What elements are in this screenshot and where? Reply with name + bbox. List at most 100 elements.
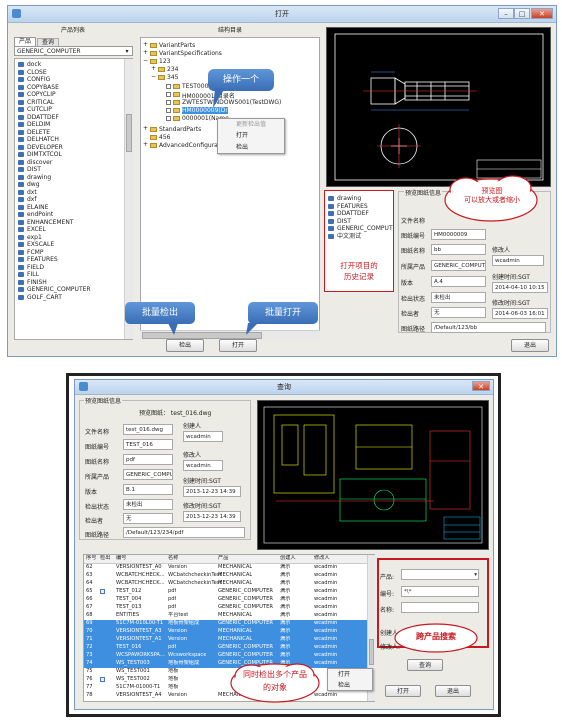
minimize-button[interactable]: – [498,8,514,19]
structure-tree-scroll-thumb[interactable] [142,332,262,339]
product-list-item[interactable]: endPoint [15,211,132,219]
structure-tree-scrollbar[interactable] [140,330,320,340]
product-list-item[interactable]: GOLF_CART [15,294,132,302]
path-field[interactable]: /Default/123/bb [431,322,546,333]
column-header[interactable]: 检出 [100,555,111,561]
results-table-scrollbar[interactable] [367,555,375,701]
drawing-name-field[interactable]: bb [431,244,486,255]
product-list-item[interactable]: dxf [15,196,132,204]
product-list-item[interactable]: exp1 [15,234,132,242]
product-list-item[interactable]: drawing [15,174,132,182]
product-list-item[interactable]: COPYBASE [15,84,132,92]
q-version-field[interactable]: B.1 [123,484,173,495]
expander-icon[interactable]: + [143,49,149,56]
history-item[interactable]: 中文测试 [325,233,393,241]
menu-item-checkout[interactable]: 检出 [236,144,249,151]
product-list-item[interactable]: ENHANCEMENT [15,219,132,227]
menu-item-update[interactable]: 更新检出值 [236,121,267,128]
search-number-input[interactable]: *\* [401,586,479,597]
tree-node-checkbox[interactable] [166,108,171,113]
product-list-item[interactable]: DELHATCH [15,136,132,144]
product-field[interactable]: GENERIC_COMPUTER [431,260,486,271]
column-header[interactable]: 修改人 [314,555,330,561]
product-list-item[interactable]: dock [15,61,132,69]
product-list-item[interactable]: CLOSE [15,69,132,77]
expander-icon[interactable]: + [151,65,157,72]
product-list-item[interactable]: DELETE [15,129,132,137]
tree-node-checkbox[interactable] [166,116,171,121]
modifier-field[interactable]: wcadmin [492,255,544,266]
q-product-field[interactable]: GENERIC_COMPUTE [123,469,173,480]
product-list-item[interactable]: FILL [15,271,132,279]
checkout-by-field[interactable]: 无 [431,307,486,318]
q-checkout-by-field[interactable]: 无 [123,513,173,524]
history-item[interactable]: FEATURES [325,203,393,211]
maximize-button[interactable]: □ [514,8,530,19]
menu-item-open[interactable]: 打开 [236,132,249,139]
chevron-down-icon[interactable]: ▾ [125,48,129,55]
tree-node-checkbox[interactable] [166,100,171,105]
product-list-item[interactable]: GENERIC_COMPUTER [15,286,132,294]
search-name-input[interactable] [401,602,479,613]
create-time-field[interactable]: 2014-04-10 10:15 [492,282,548,293]
product-list-item[interactable]: FIELD [15,264,132,272]
product-list-item[interactable]: EXCEL [15,226,132,234]
product-list-item[interactable]: dxt [15,189,132,197]
product-list-item[interactable]: DIMTXTCOL [15,151,132,159]
column-header[interactable]: 产品 [218,555,229,561]
product-list-item[interactable]: DEVELOPER [15,144,132,152]
product-list-item[interactable]: CUTCLIP [15,106,132,114]
product-list-item[interactable]: EXSCALE [15,241,132,249]
structure-tree[interactable]: +VariantParts+VariantSpecifications−123+… [140,37,320,340]
history-item[interactable]: DDATTDEF [325,210,393,218]
q-path-field[interactable]: /Default/123/234/pdf [123,527,245,538]
product-list-scrollbar[interactable] [124,59,133,339]
tree-node-checkbox[interactable] [166,92,171,97]
version-field[interactable]: A.4 [431,276,486,287]
history-item[interactable]: GENERIC_COMPUTER [325,225,393,233]
results-table-scroll-thumb[interactable] [369,639,374,665]
drawing-no-field[interactable]: HM0000009 [431,229,486,240]
product-list-item[interactable]: FCMP [15,249,132,257]
expander-icon[interactable]: + [143,125,149,132]
column-header[interactable]: 序号 [86,555,97,561]
open-button[interactable]: 打开 [219,339,257,352]
tab-query[interactable]: 查询 [37,38,59,46]
column-header[interactable]: 创建人 [280,555,296,561]
product-list-item[interactable]: DDATTDEF [15,114,132,122]
modify-time-field[interactable]: 2014-06-03 16:01 [492,308,548,319]
search-product-select[interactable]: ▾ [401,569,479,580]
product-list-item[interactable]: discover [15,159,132,167]
product-combo[interactable]: GENERIC_COMPUTER ▾ [14,46,133,56]
q-exit-button[interactable]: 退出 [435,685,471,697]
q-file-name-field[interactable]: test_016.dwg [123,424,173,435]
q-modify-time-field[interactable]: 2013-12-23 14:39 [183,511,241,522]
product-list-item[interactable]: dwg [15,181,132,189]
product-list-item[interactable]: DELDIM [15,121,132,129]
q-drawing-name-field[interactable]: pdf [123,454,173,465]
q-create-time-field[interactable]: 2013-12-23 14:39 [183,486,241,497]
q-modifier-field[interactable]: wcadmin [183,460,223,471]
close-button[interactable]: ✕ [472,381,490,391]
expander-icon[interactable]: − [151,73,157,80]
expander-icon[interactable]: + [143,141,149,148]
product-list-item[interactable]: FEATURES [15,256,132,264]
product-list-item[interactable]: FINISH [15,279,132,287]
history-item[interactable]: DIST [325,218,393,226]
q-menu-item-open[interactable]: 打开 [338,671,351,678]
q-checkout-status-field[interactable]: 未检出 [123,499,173,510]
expander-icon[interactable]: + [143,41,149,48]
q-menu-item-checkout[interactable]: 检出 [338,682,351,689]
